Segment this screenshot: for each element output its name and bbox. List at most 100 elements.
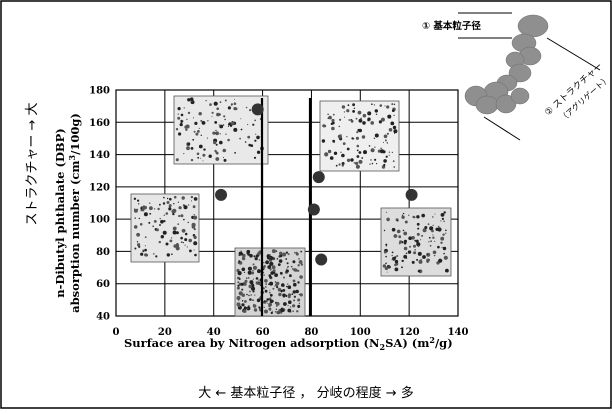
micrograph-speck (287, 285, 292, 290)
micrograph-speck (215, 143, 218, 146)
micrograph-speck (289, 306, 292, 308)
micrograph-speck (335, 164, 338, 167)
y-axis-label: n-Dibutyl phthalate (DBP) absorption num… (53, 113, 82, 313)
micrograph-speck (183, 153, 185, 155)
micrograph-speck (428, 258, 430, 261)
micrograph-speck (358, 151, 362, 154)
micrograph-speck (244, 300, 247, 303)
micrograph-speck (255, 254, 259, 258)
micrograph-speck (350, 119, 354, 123)
micrograph-speck (441, 217, 444, 220)
micrograph-texture (175, 97, 264, 162)
data-points (215, 103, 418, 266)
micrograph-speck (254, 139, 257, 142)
micrograph-speck (223, 158, 227, 162)
micrograph-speck (137, 199, 140, 202)
micrograph-speck (241, 267, 246, 272)
micrograph-speck (271, 249, 276, 254)
micrograph-speck (275, 302, 280, 306)
micrograph-speck (166, 201, 170, 204)
micrograph-speck (426, 252, 431, 257)
micrograph-speck (371, 103, 373, 105)
micrograph-speck (276, 258, 279, 260)
micrograph-speck (133, 208, 138, 213)
micrograph-speck (413, 244, 416, 248)
micrograph-speck (269, 268, 272, 271)
micrograph-speck (241, 256, 246, 261)
micrograph-speck (265, 283, 267, 285)
micrograph-speck (420, 258, 422, 261)
micrograph-speck (285, 269, 289, 273)
micrograph-speck (263, 300, 266, 303)
micrograph-speck (426, 253, 428, 256)
micrograph-speck (424, 226, 428, 229)
micrograph-speck (340, 151, 342, 153)
micrograph-speck (208, 154, 212, 158)
micrograph-inset-3 (130, 193, 200, 263)
micrograph-speck (157, 207, 160, 211)
micrograph-speck (269, 299, 274, 304)
micrograph-speck (241, 288, 244, 291)
micrograph-speck (440, 220, 442, 222)
micrograph-speck (327, 149, 332, 154)
micrograph-speck (374, 146, 376, 148)
micrograph-speck (224, 99, 227, 102)
micrograph-speck (207, 120, 209, 122)
micrograph-speck (271, 265, 276, 270)
micrograph-speck (292, 268, 294, 270)
micrograph-speck (321, 139, 326, 143)
micrograph-speck (243, 306, 247, 309)
micrograph-speck (148, 221, 151, 224)
micrograph-speck (249, 109, 252, 112)
structure-side-label: ストラクチャー → 大 (25, 102, 40, 225)
micrograph-speck (142, 250, 144, 253)
micrograph-speck (194, 253, 197, 257)
micrograph-speck (236, 296, 241, 300)
micrograph-speck (143, 212, 148, 217)
micrograph-speck (393, 103, 396, 106)
micrograph-speck (242, 253, 246, 258)
micrograph-speck (251, 271, 255, 275)
primary-particle-label: ① 基本粒子径 (422, 20, 481, 32)
micrograph-speck (248, 284, 253, 289)
micrograph-speck (163, 220, 166, 223)
micrograph-speck (282, 293, 286, 297)
micrograph-speck (183, 218, 185, 221)
micrograph-speck (290, 265, 293, 268)
micrograph-speck (292, 304, 296, 308)
micrograph-speck (277, 287, 282, 292)
bottom-caption: 大 ← 基本粒子径 ， 分岐の程度 → 多 (198, 385, 414, 401)
micrograph-speck (144, 248, 147, 252)
micrograph-speck (445, 268, 449, 273)
micrograph-speck (362, 121, 366, 125)
micrograph-speck (421, 234, 424, 237)
micrograph-speck (175, 158, 179, 162)
x-tick-label: 60 (256, 327, 270, 338)
particle-diagram: ① 基本粒子径 ② ストラクチャー （アグリゲート） (422, 12, 612, 141)
micrograph-speck (417, 269, 421, 273)
micrograph-speck (166, 253, 170, 257)
micrograph-speck (386, 105, 390, 109)
micrograph-speck (163, 196, 165, 199)
micrograph-speck (416, 242, 421, 247)
micrograph-speck (383, 134, 388, 139)
micrograph-speck (211, 116, 213, 118)
micrograph-speck (405, 252, 408, 255)
micrograph-speck (178, 206, 182, 210)
micrograph-speck (142, 206, 147, 210)
micrograph-speck (404, 220, 408, 224)
micrograph-speck (363, 150, 367, 155)
micrograph-speck (269, 261, 274, 266)
micrograph-speck (403, 246, 408, 251)
micrograph-speck (278, 259, 283, 263)
micrograph-speck (160, 235, 164, 239)
micrograph-speck (215, 131, 220, 136)
micrograph-speck (252, 265, 258, 270)
micrograph-speck (346, 136, 348, 138)
micrograph-speck (227, 125, 230, 127)
micrograph-speck (231, 121, 235, 126)
micrograph-speck (265, 300, 268, 303)
micrograph-speck (175, 128, 179, 131)
